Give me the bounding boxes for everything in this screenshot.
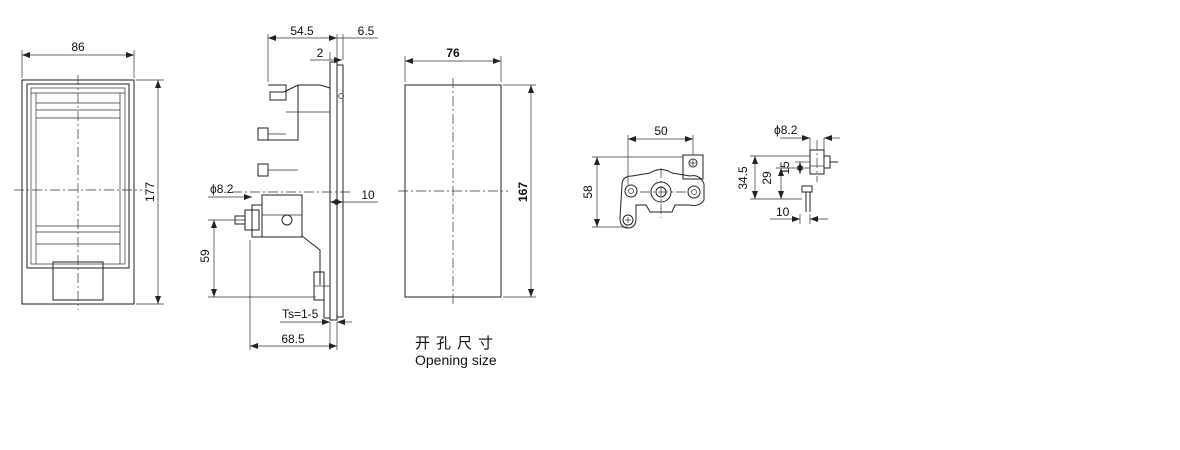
side-left-dimensions: ϕ8.2 59 — [198, 182, 316, 298]
dim-side-depth-bottom: 68.5 — [281, 332, 305, 346]
front-view — [14, 75, 142, 310]
bracket-dimensions: 50 58 — [581, 124, 694, 228]
dim-side-depth-top: 54.5 — [290, 24, 314, 38]
side-top-dimensions: 54.5 6.5 2 — [267, 24, 378, 82]
opening-size-caption-cn: 开孔尺寸 — [415, 335, 500, 352]
dim-opening-width: 76 — [446, 46, 460, 60]
dim-bracket-50: 50 — [654, 124, 668, 138]
side-bottom-dimensions: Ts=1-5 68.5 — [249, 240, 352, 350]
front-height-dimension: 177 — [136, 79, 164, 305]
bracket-view — [619, 154, 705, 229]
opening-width-dimension: 76 — [404, 46, 502, 82]
side-right-dimension: 10 — [330, 188, 378, 205]
dim-side-right-10: 10 — [361, 188, 375, 202]
front-width-dimension: 86 — [21, 40, 135, 78]
dim-side-offset: 2 — [317, 46, 324, 60]
dim-small-29: 29 — [760, 171, 774, 185]
dim-side-flange: 6.5 — [358, 24, 375, 38]
dim-side-hole-dia: ϕ8.2 — [210, 182, 234, 196]
dim-front-width: 86 — [71, 40, 85, 54]
dim-side-ts: Ts=1-5 — [282, 307, 319, 321]
dim-side-59: 59 — [198, 249, 212, 263]
dim-small-dia: ϕ8.2 — [774, 123, 798, 137]
dim-small-10: 10 — [776, 205, 790, 219]
dim-small-15: 15 — [778, 161, 792, 175]
small-side-view — [801, 140, 838, 212]
dim-small-34-5: 34.5 — [736, 166, 750, 190]
opening-size-caption-en: Opening size — [415, 352, 497, 368]
opening-view — [398, 78, 508, 305]
small-side-dimensions: ϕ8.2 34.5 29 15 10 — [736, 123, 840, 224]
dim-front-height: 177 — [143, 182, 157, 202]
side-view — [232, 61, 350, 321]
opening-height-dimension: 167 — [503, 84, 536, 298]
dim-opening-height: 167 — [516, 182, 530, 202]
dim-bracket-58: 58 — [581, 185, 595, 199]
